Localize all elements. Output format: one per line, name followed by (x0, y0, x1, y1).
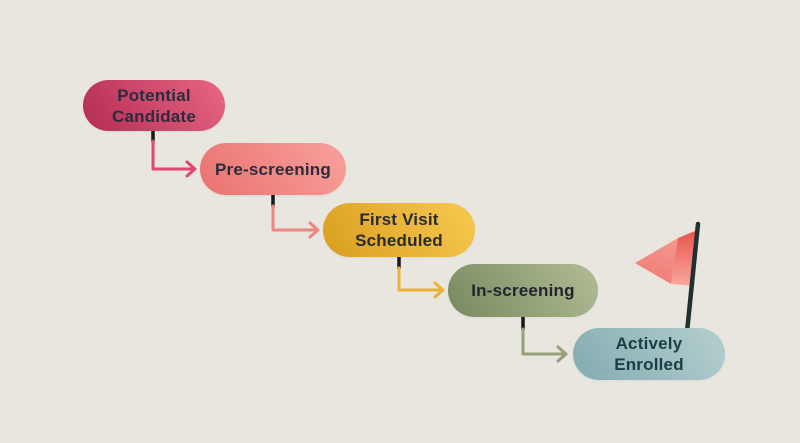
connector-arrow-3 (397, 256, 445, 299)
flag-pennant (635, 238, 678, 284)
connector-arrowhead (433, 281, 445, 299)
stage-pill-in-screening: In-screening (448, 264, 598, 317)
stage-pill-pre-screening: Pre-screening (200, 143, 346, 195)
stage-label: Actively Enrolled (614, 334, 684, 374)
connector-line (521, 327, 567, 356)
connector-arrowhead (308, 221, 320, 239)
stage-label: Potential Candidate (112, 85, 196, 126)
connector-arrowhead (556, 345, 568, 363)
stage-pill-first-visit-scheduled: First Visit Scheduled (323, 203, 475, 257)
connector-arrow-1 (151, 129, 197, 178)
flag-icon (635, 221, 701, 335)
connector-arrowhead (185, 160, 197, 178)
connector-arrow-2 (271, 194, 320, 239)
stage-pill-potential-candidate: Potential Candidate (83, 80, 225, 131)
stage-pill-actively-enrolled: Actively Enrolled (573, 328, 725, 380)
stage-label: Pre-screening (215, 159, 331, 179)
connector-line (271, 204, 319, 232)
connector-arrow-4 (521, 316, 568, 363)
stage-label: First Visit Scheduled (355, 210, 443, 250)
stage-label: In-screening (471, 281, 575, 300)
connector-line (151, 139, 196, 171)
connector-line (397, 266, 444, 292)
flag-pennant-fold (671, 231, 695, 286)
flag-pole (684, 221, 701, 335)
